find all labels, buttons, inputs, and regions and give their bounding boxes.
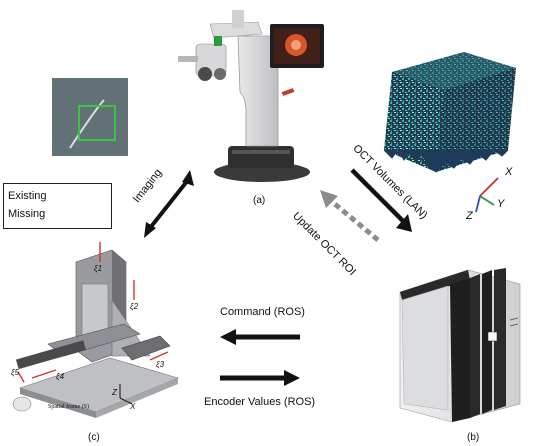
workstation-image xyxy=(399,268,521,423)
axis-y-label: Y xyxy=(497,198,505,210)
spatial-frame-label: Spatial frame (S) xyxy=(48,404,89,410)
stage-xi1-label: ξ1 xyxy=(94,264,103,273)
stage-xi4-label: ξ4 xyxy=(56,372,65,381)
oct-volume-image xyxy=(383,52,516,213)
roi-box xyxy=(78,105,116,141)
imaging-arrow xyxy=(144,170,194,238)
surgical-microscope-image xyxy=(178,10,324,182)
stage-frame-z-label: Z xyxy=(112,388,117,397)
axis-x-label: X xyxy=(505,166,513,178)
stage-xi2-label: ξ2 xyxy=(130,302,139,311)
update-roi-arrow xyxy=(320,190,380,242)
encoder-arrow xyxy=(220,370,300,386)
command-arrow xyxy=(220,329,300,345)
legend-missing-label: Missing xyxy=(8,208,46,220)
panel-label-b: (b) xyxy=(467,432,480,443)
command-label: Command (ROS) xyxy=(220,306,305,318)
encoder-label: Encoder Values (ROS) xyxy=(204,396,316,408)
stage-xi3-label: ξ3 xyxy=(156,360,165,369)
legend: Existing Missing xyxy=(3,183,112,229)
stage-xi5-label: ξ5 xyxy=(11,368,20,377)
axis-z-label: Z xyxy=(466,210,473,222)
oct-volumes-arrow xyxy=(350,168,412,232)
robotic-stage-image xyxy=(12,242,179,418)
legend-existing-label: Existing xyxy=(8,190,47,202)
oct-inset-image xyxy=(52,78,128,156)
panel-label-c: (c) xyxy=(88,432,100,443)
panel-label-a: (a) xyxy=(253,195,266,206)
stage-frame-x-label: X xyxy=(130,402,136,411)
